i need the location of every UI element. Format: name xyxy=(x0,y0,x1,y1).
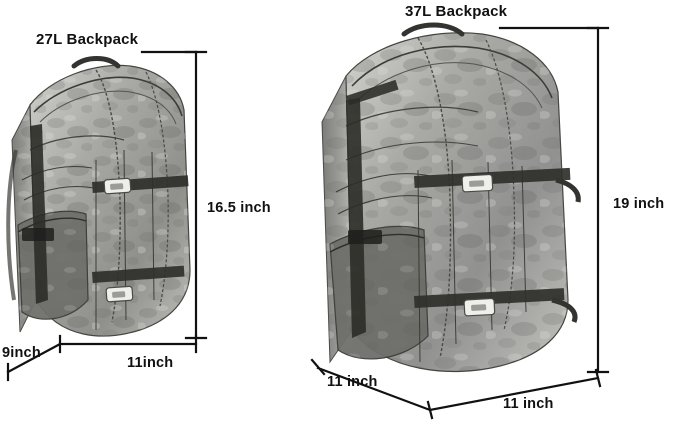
buckle xyxy=(461,173,494,193)
dimension-label-37l-depth: 11 inch xyxy=(327,374,378,390)
backpack-37l-body xyxy=(321,22,581,373)
dim-line-right-width xyxy=(428,376,600,412)
product-title-27l: 27L Backpack xyxy=(36,31,139,48)
dimension-label-27l-height: 16.5 inch xyxy=(207,200,271,216)
dim-line-right-depth xyxy=(316,366,432,412)
dimension-label-37l-height: 19 inch xyxy=(613,196,665,212)
logo-patch xyxy=(22,228,54,241)
dimension-label-27l-depth: 9inch xyxy=(2,345,41,361)
buckle xyxy=(105,285,134,303)
buckle xyxy=(103,177,132,195)
product-title-37l: 37L Backpack xyxy=(405,3,508,20)
dimension-label-37l-width: 11 inch xyxy=(503,396,554,412)
backpack-27l-body xyxy=(6,56,191,337)
dimension-label-27l-width: 11inch xyxy=(127,355,174,371)
dim-line-left-depth xyxy=(6,342,62,374)
buckle xyxy=(463,297,496,317)
logo-patch xyxy=(348,230,382,244)
